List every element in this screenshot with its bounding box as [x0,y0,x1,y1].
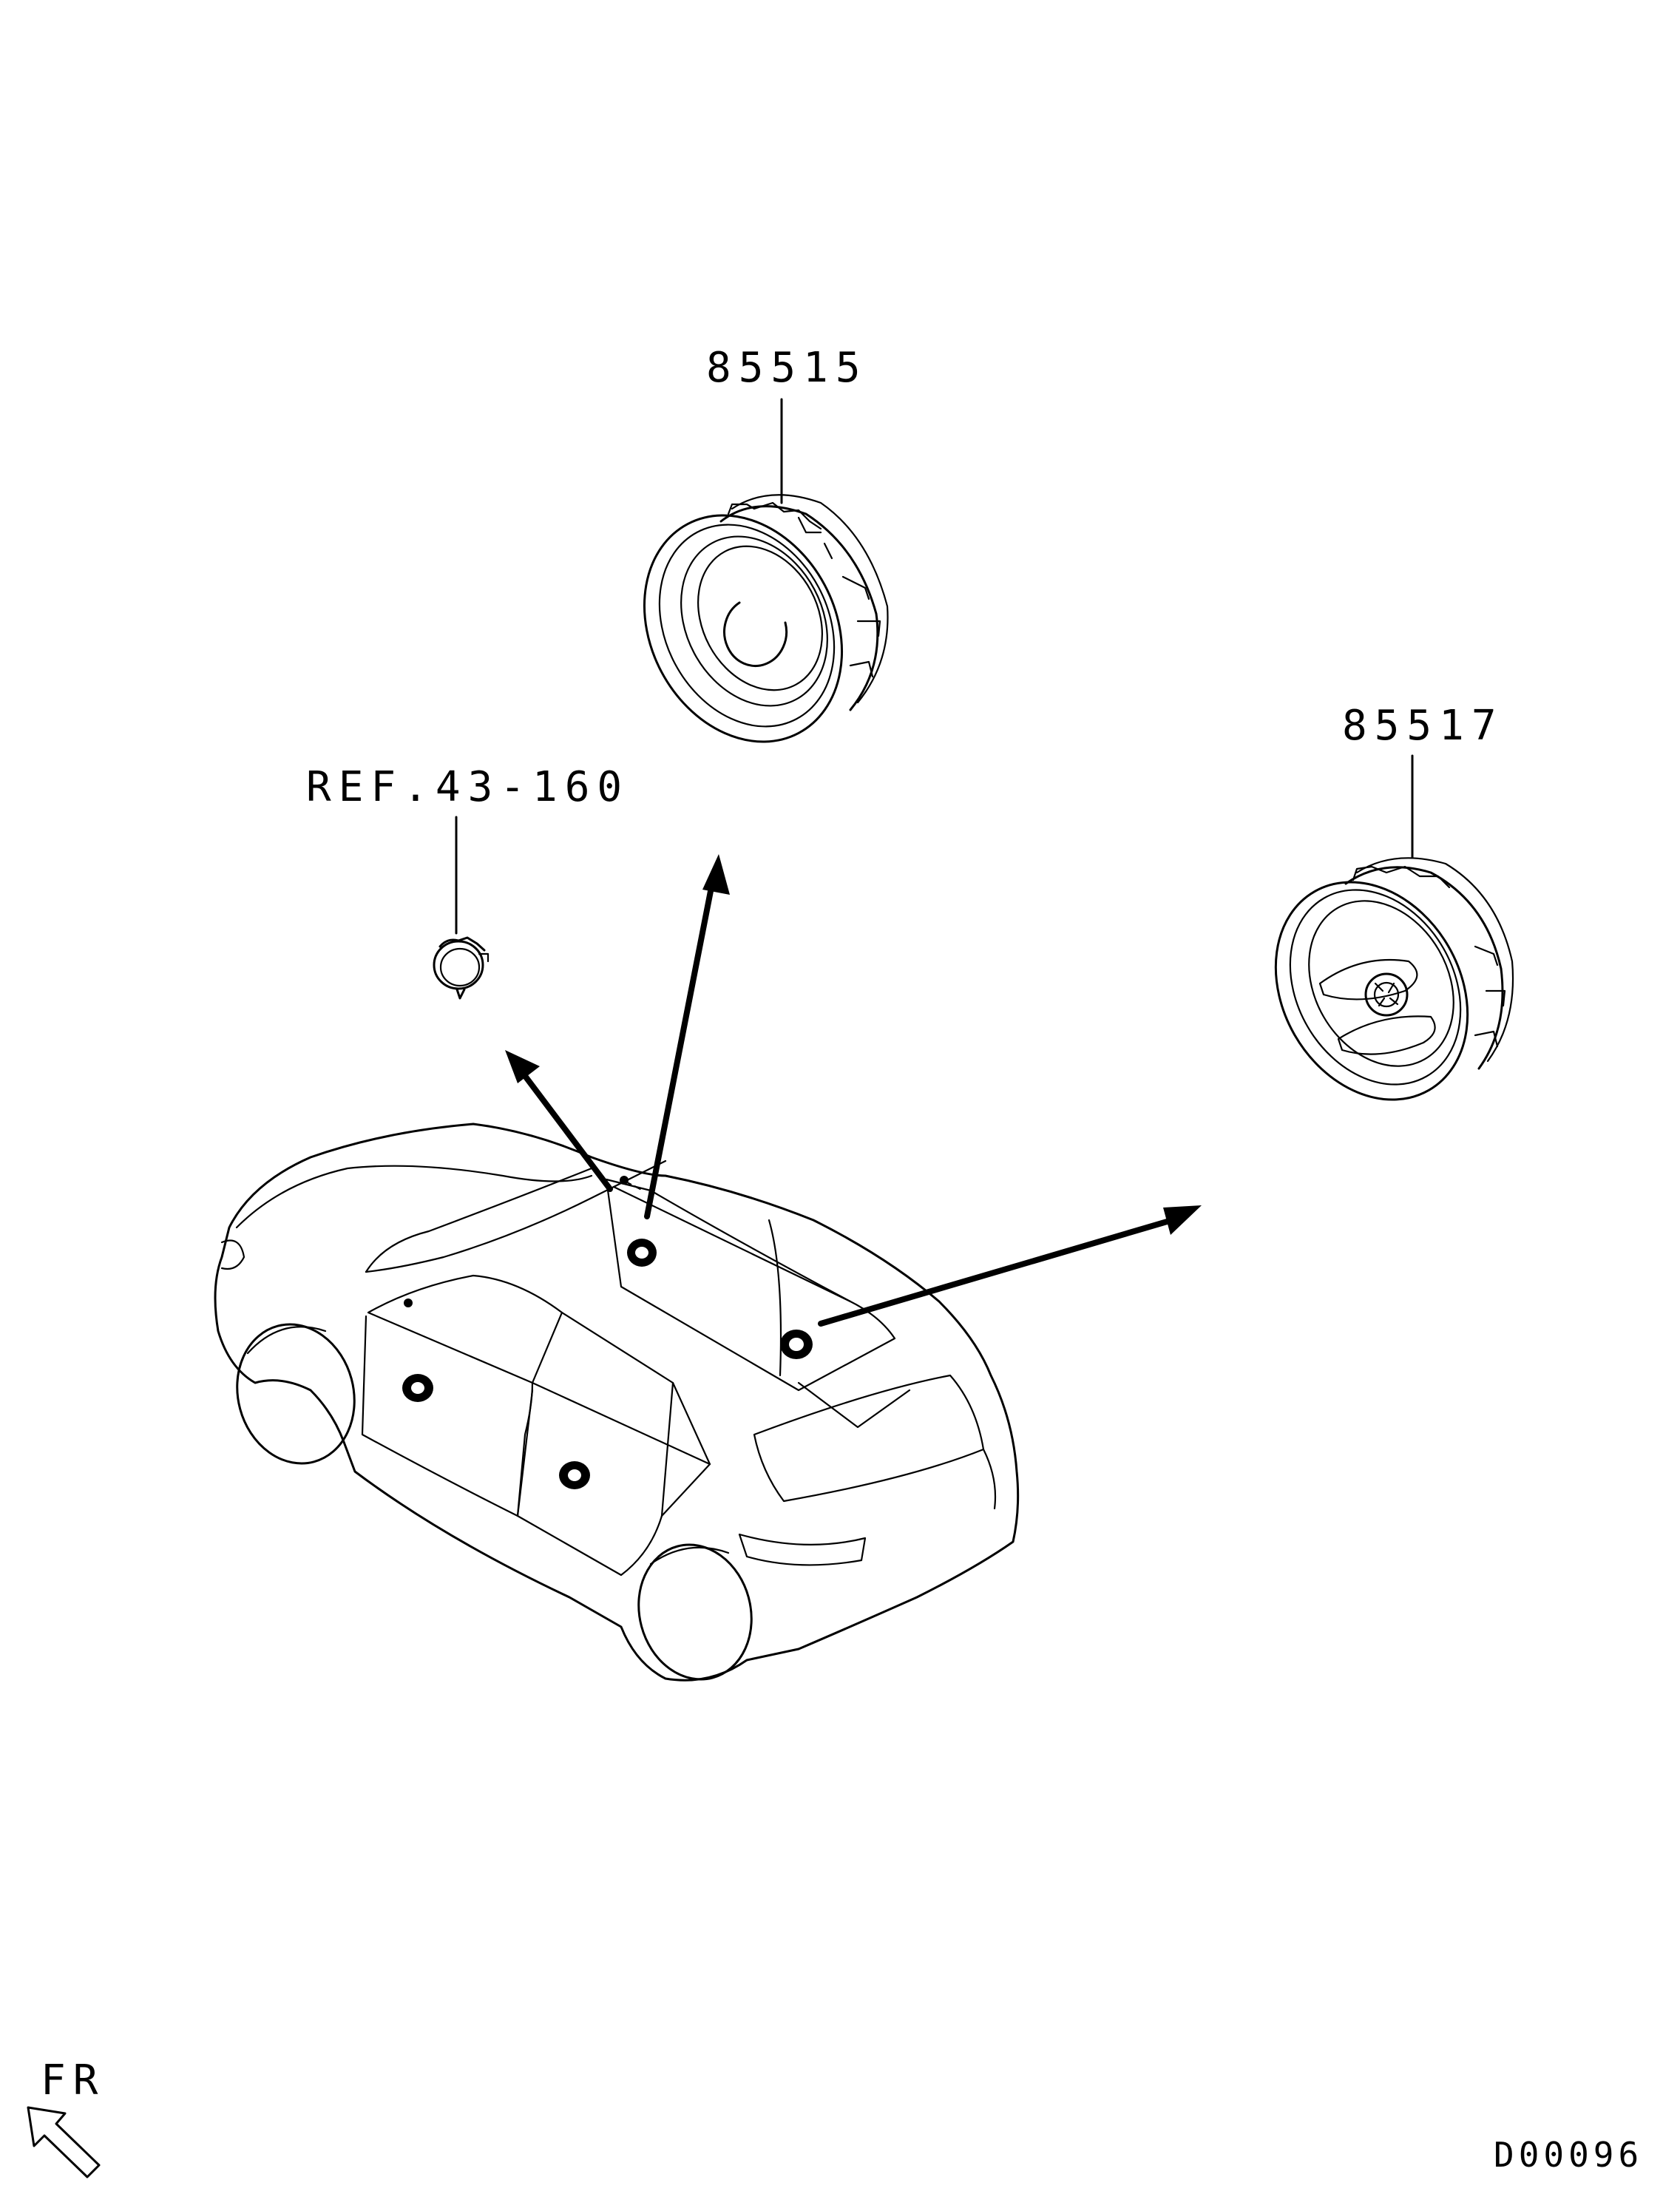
front-indicator-label: FR [41,2056,105,2105]
part-number-85517[interactable]: 85517 [1342,702,1504,750]
speaker-position-front-upper-icon [627,1239,657,1267]
arrow-to-speaker-85515 [644,854,730,1219]
diagram-code: D00096 [1494,2135,1643,2175]
speaker-position-rear-door-icon [559,1461,590,1489]
part-number-85515[interactable]: 85515 [706,344,868,392]
reference-label-tweeter[interactable]: REF.43-160 [306,763,629,811]
front-direction-arrow-icon [27,2106,101,2178]
tweeter-icon[interactable] [433,936,490,1000]
speaker-position-front-door-icon [402,1374,433,1402]
arrow-to-tweeter [505,1050,613,1192]
speaker-85517-icon[interactable] [1238,847,1514,1134]
speaker-85515-icon[interactable] [606,481,889,776]
arrow-to-speaker-85517 [818,1205,1202,1327]
vehicle-outline [214,1123,1020,1682]
speaker-position-rear-upper-icon [780,1330,813,1359]
